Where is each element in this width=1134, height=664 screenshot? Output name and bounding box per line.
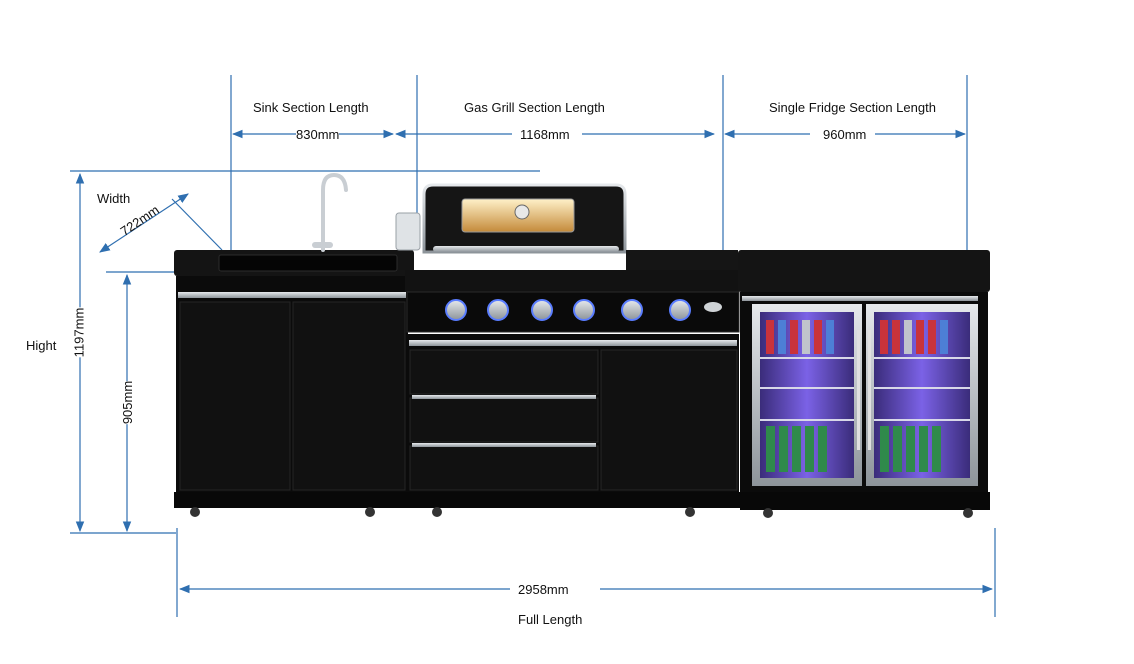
grill-section [405,183,741,517]
fridge-section-label: Single Fridge Section Length [769,100,936,115]
height-label: Hight [26,338,57,353]
full-length-label: Full Length [518,612,583,627]
faucet-icon [312,172,348,252]
full-length-value: 2958mm [518,582,569,597]
grill-length-value: 1168mm [520,127,570,142]
sink-length-value: 830mm [296,127,340,142]
fridge-section [738,250,990,518]
width-label: Width [97,191,131,206]
grill-section-label: Gas Grill Section Length [464,100,605,115]
height-counter-value: 905mm [120,380,136,425]
beverage-can-icon [766,320,948,472]
sink-cabinet [174,250,414,517]
sink-section-label: Sink Section Length [253,100,369,115]
outdoor-kitchen-illustration [174,172,990,518]
side-burner [395,212,421,251]
height-total-value: 1197mm [71,307,87,358]
fridge-length-value: 960mm [823,127,867,142]
grill-knob-icon [445,299,691,321]
